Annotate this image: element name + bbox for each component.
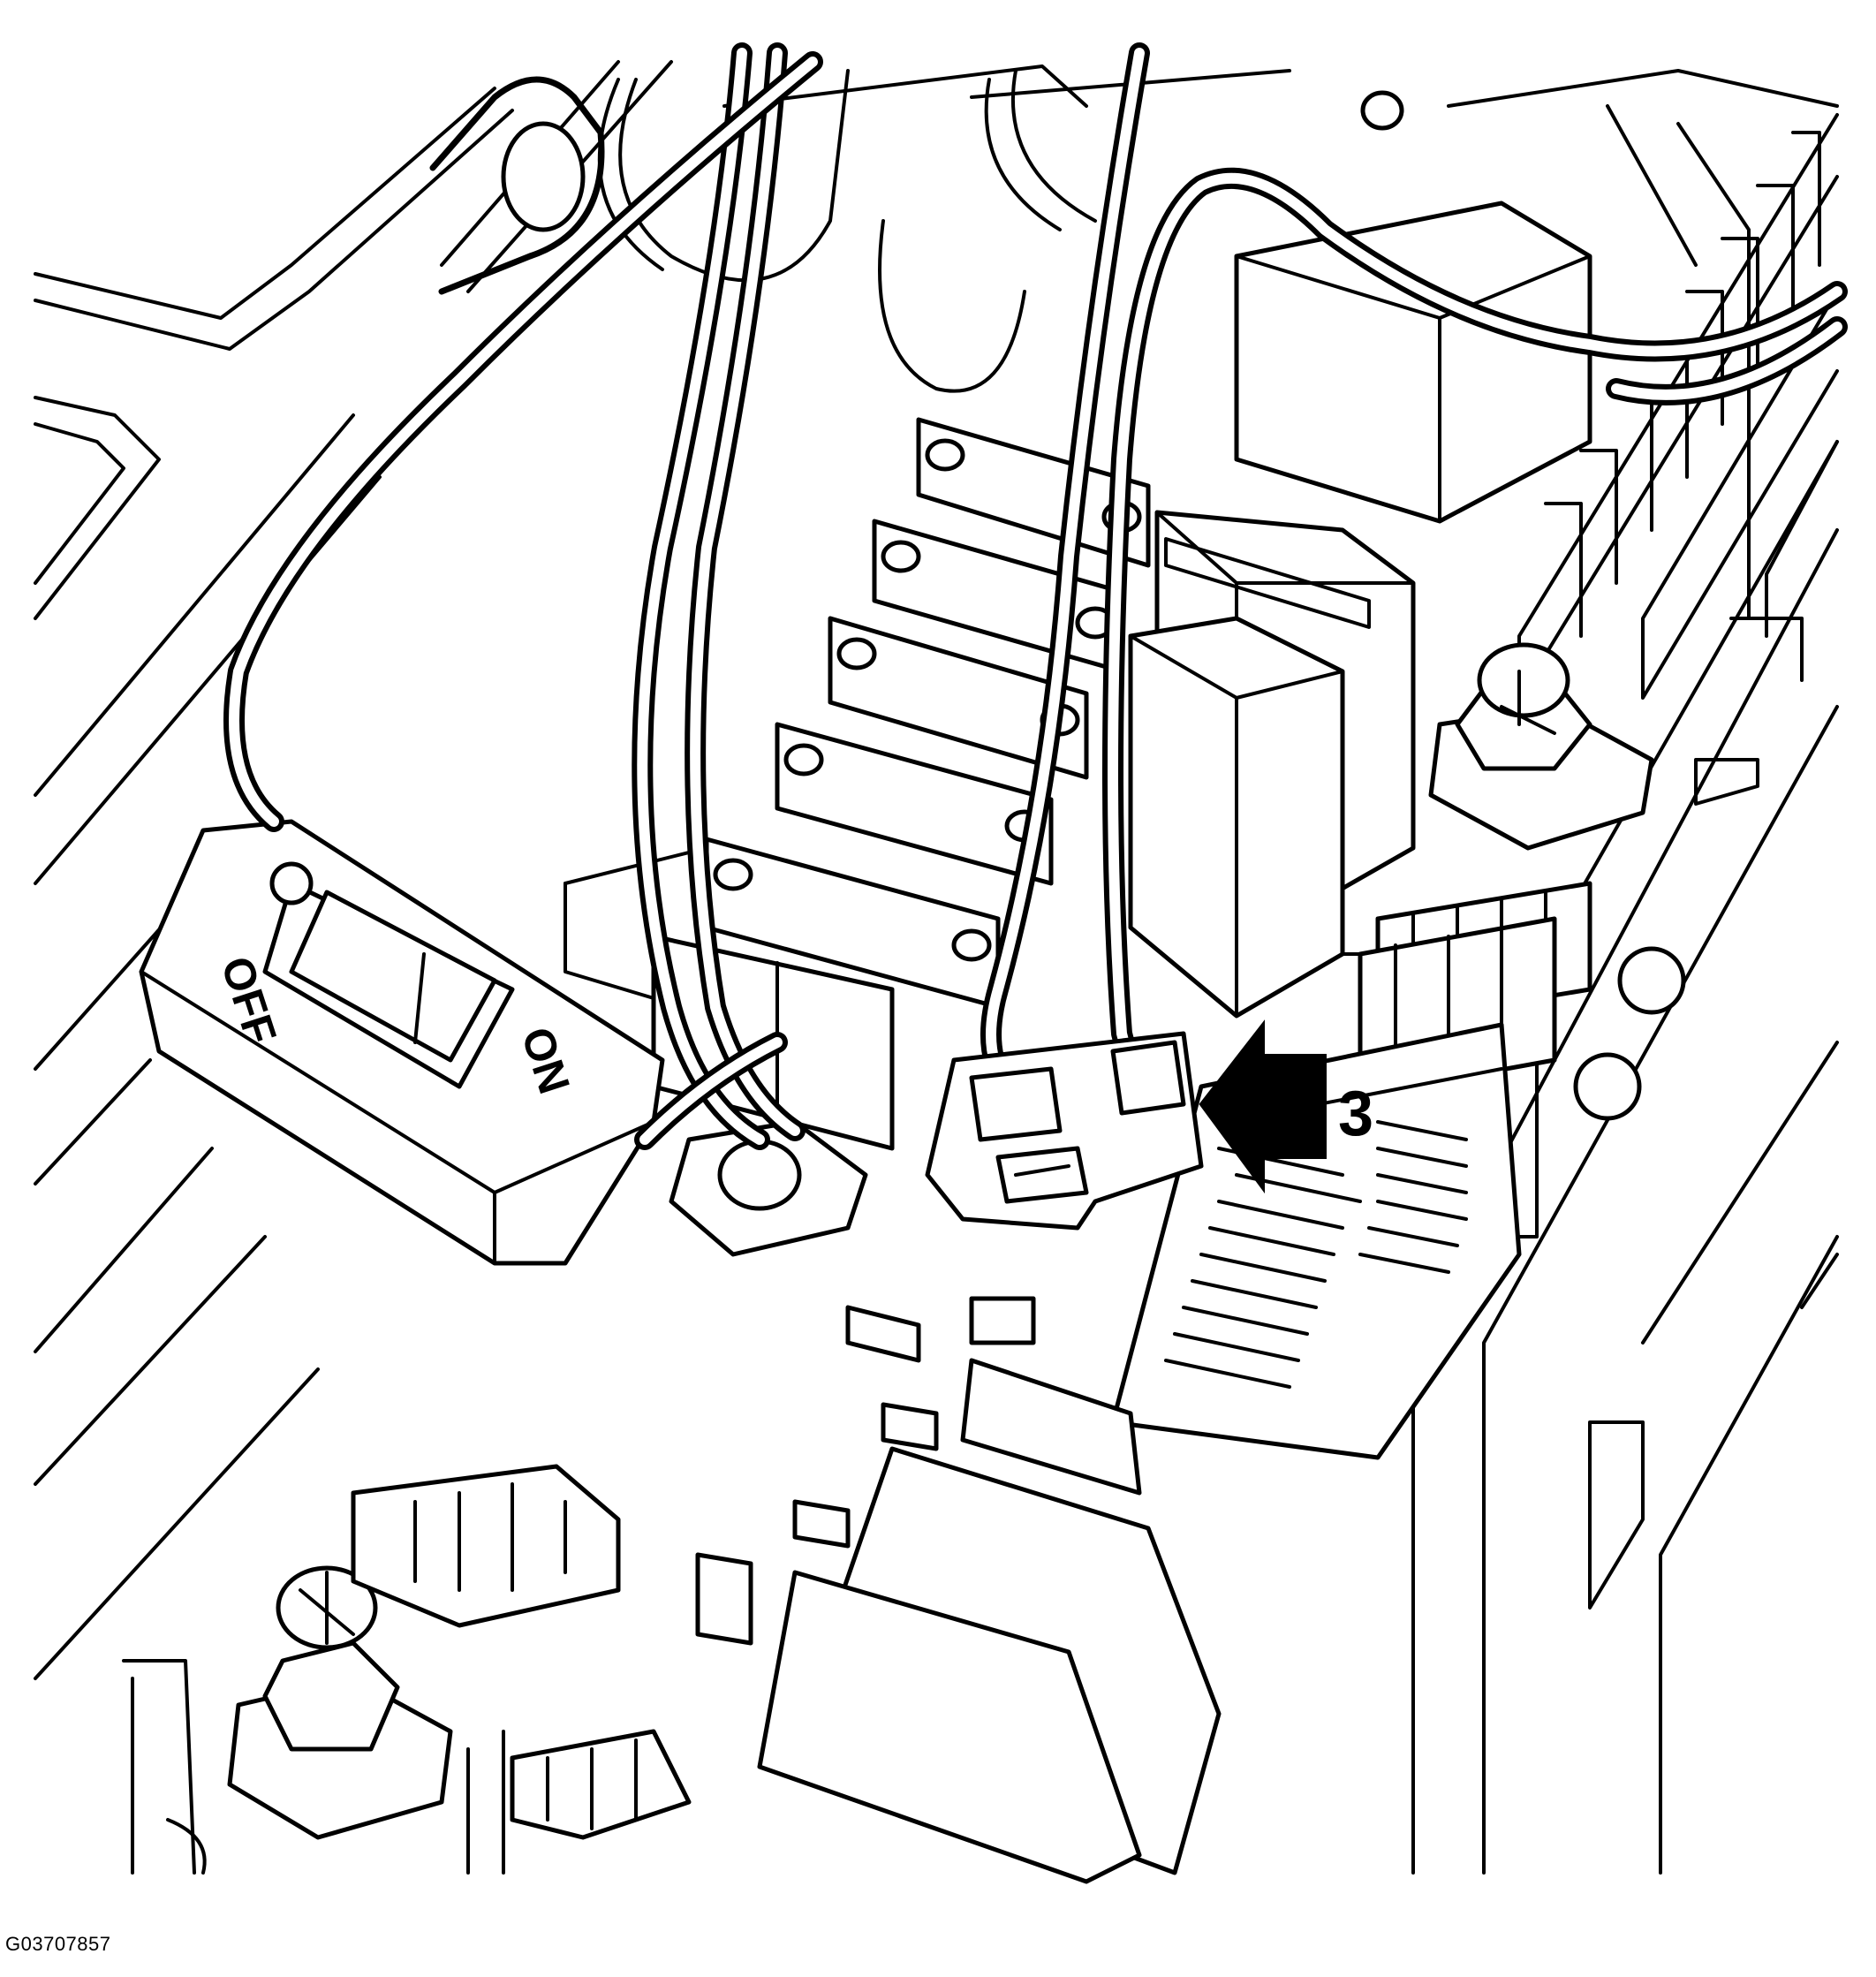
callout-number: 3 bbox=[1338, 1079, 1373, 1149]
lower-fuses bbox=[695, 1296, 1222, 1884]
lower-left-fuse-clusters bbox=[122, 1464, 692, 1875]
connector-comb bbox=[1517, 113, 1839, 700]
bolts bbox=[227, 642, 1654, 1840]
callout-3: 3 bbox=[1199, 1019, 1373, 1194]
relays bbox=[1128, 201, 1592, 1019]
figure-id: G03707857 bbox=[5, 1933, 111, 1955]
inline-switch: OFF ON bbox=[139, 819, 665, 1266]
vented-connector bbox=[1110, 1022, 1522, 1460]
harness-wires bbox=[223, 42, 1848, 1150]
fuse-tap-socket bbox=[925, 1031, 1204, 1231]
background-wires bbox=[597, 69, 1097, 393]
arrow-left-icon bbox=[1199, 1019, 1327, 1194]
